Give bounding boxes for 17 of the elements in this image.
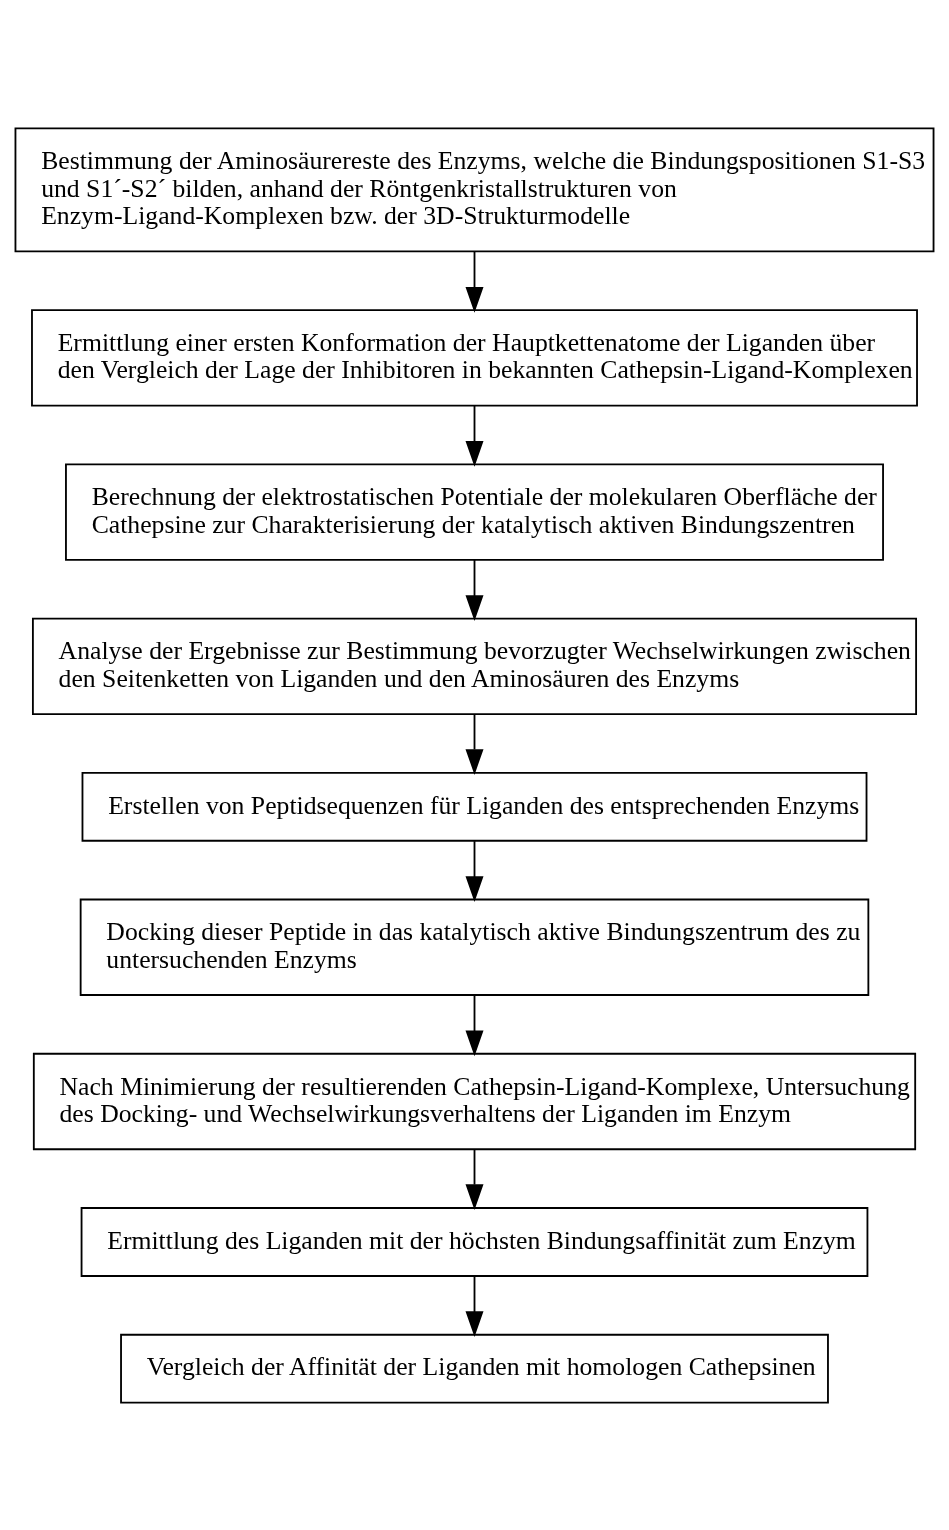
node-box: Ermittlung einer ersten Konformation der Hauptkettenatome der Liganden über den Vergleich der Lage der Inhibitoren in bekannten Cathepsin-Ligand-Komplexen	[31, 308, 918, 407]
arrow	[465, 839, 484, 902]
arrow	[465, 713, 484, 775]
arrow	[465, 250, 484, 313]
arrow	[465, 1148, 484, 1210]
arrow	[465, 404, 484, 467]
arrow	[465, 993, 484, 1056]
arrow	[465, 1274, 484, 1337]
node-box: Bestimmung der Aminosäurereste des Enzyms, welche die Bindungspositionen S1-S3 und S1´-S2´ bilden, anhand der Röntgenkristallstrukturen von Enzym-Ligand-Komplexen bzw. der 3D-Strukturmodelle	[14, 126, 935, 252]
node-box: Vergleich der Affinität der Liganden mit homologen Cathepsinen	[120, 1333, 829, 1404]
node-box: Berechnung der elektrostatischen Potentiale der molekularen Oberfläche der Cathepsine zur Charakterisierung der katalytisch aktiven Bindungszentren	[65, 462, 884, 561]
node-box: Erstellen von Peptidsequenzen für Liganden des entsprechenden Enzyms	[81, 771, 868, 842]
node-box: Ermittlung des Liganden mit der höchsten Bindungsaffinität zum Enzym	[80, 1206, 869, 1277]
node-box: Docking dieser Peptide in das katalytisch aktive Bindungszentrum des zu untersuchenden Enzyms	[79, 898, 870, 996]
node-box: Analyse der Ergebnisse zur Bestimmung bevorzugter Wechselwirkungen zwischen den Seitenketten von Liganden und den Aminosäuren des Enzyms	[31, 617, 917, 715]
arrow	[465, 558, 484, 621]
node-box: Nach Minimierung der resultierenden Cathepsin-Ligand-Komplexe, Untersuchung des Docking- und Wechselwirkungsverhaltens der Liganden im Enzym	[32, 1052, 917, 1150]
